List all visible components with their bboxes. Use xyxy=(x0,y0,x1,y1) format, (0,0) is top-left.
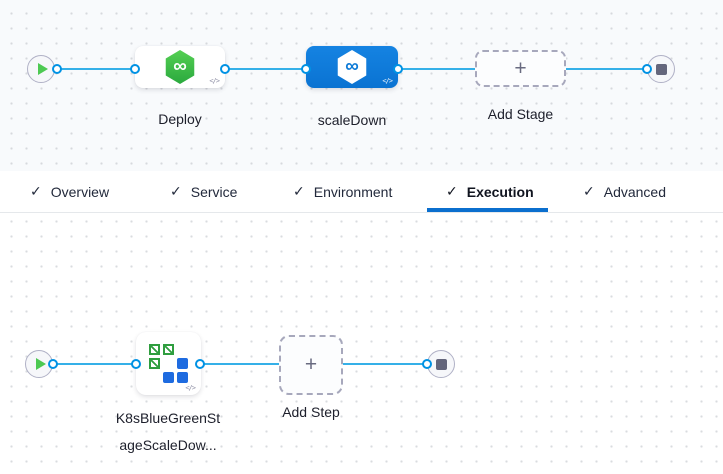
code-icon[interactable]: </> xyxy=(382,77,393,85)
check-icon: ✓ xyxy=(446,183,458,199)
step-label: K8sBlueGreenSt ageScaleDow... xyxy=(98,405,238,459)
stage-label-scaledown: scaleDown xyxy=(317,112,387,128)
step-label-line1: K8sBlueGreenSt xyxy=(115,410,221,426)
connector-port xyxy=(422,359,432,369)
tab-label: Advanced xyxy=(603,183,667,200)
k8s-bluegreen-icon xyxy=(149,344,188,383)
edge-start-deploy xyxy=(55,68,135,70)
plus-icon: + xyxy=(304,353,318,376)
check-icon: ✓ xyxy=(30,183,42,199)
active-tab-underline xyxy=(427,208,548,212)
stage-card-scaledown[interactable]: ∞ </> xyxy=(306,46,398,88)
edge-addstep-end xyxy=(343,363,427,365)
connector-port xyxy=(301,64,311,74)
code-icon[interactable]: </> xyxy=(209,77,220,85)
stage-graph-canvas[interactable]: ∞ </> ∞ </> + Deploy scaleDown Add Stage xyxy=(0,0,723,171)
connector-port xyxy=(130,64,140,74)
tab-label: Overview xyxy=(50,183,110,200)
tab-overview[interactable]: ✓ Overview xyxy=(30,171,109,212)
stage-label-deploy: Deploy xyxy=(158,111,202,127)
edge-step-addstep xyxy=(201,363,279,365)
step-card-k8s-bluegreen-scaledown[interactable]: </> xyxy=(136,332,201,395)
check-icon: ✓ xyxy=(583,183,595,199)
add-stage-button[interactable]: + xyxy=(475,50,566,87)
execution-start-node[interactable] xyxy=(25,350,53,378)
connector-port xyxy=(393,64,403,74)
tab-execution[interactable]: ✓ Execution xyxy=(446,171,534,212)
stage-config-tabs: ✓ Overview ✓ Service ✓ Environment ✓ Exe… xyxy=(0,171,723,213)
blue-square xyxy=(177,372,188,383)
add-stage-label: Add Stage xyxy=(487,106,554,122)
code-icon[interactable]: </> xyxy=(185,384,196,392)
green-square xyxy=(149,344,160,355)
connector-port xyxy=(195,359,205,369)
connector-port xyxy=(131,359,141,369)
connector-port xyxy=(220,64,230,74)
edge-addstage-end xyxy=(566,68,647,70)
tab-label: Execution xyxy=(466,183,534,200)
blue-square xyxy=(177,358,188,369)
check-icon: ✓ xyxy=(293,183,305,199)
tab-service[interactable]: ✓ Service xyxy=(170,171,237,212)
tab-label: Environment xyxy=(313,183,393,200)
step-label-line2: ageScaleDow... xyxy=(119,437,217,453)
edge-scaledown-addstage xyxy=(398,68,475,70)
plus-icon: + xyxy=(514,56,527,80)
tab-label: Service xyxy=(190,183,238,200)
add-step-button[interactable]: + xyxy=(279,335,343,395)
edge-deploy-scaledown xyxy=(225,68,306,70)
green-square xyxy=(163,344,174,355)
connector-port xyxy=(642,64,652,74)
blue-square xyxy=(163,372,174,383)
connector-port xyxy=(52,64,62,74)
check-icon: ✓ xyxy=(170,183,182,199)
stage-card-deploy[interactable]: ∞ </> xyxy=(135,46,225,88)
execution-graph-canvas[interactable]: </> + K8sBlueGreenSt ageScaleDow... Add … xyxy=(0,213,723,474)
edge-start-step xyxy=(53,363,136,365)
tab-environment[interactable]: ✓ Environment xyxy=(293,171,392,212)
pipeline-start-node[interactable] xyxy=(27,55,55,83)
play-icon xyxy=(35,358,46,370)
green-square xyxy=(149,358,160,369)
add-step-label: Add Step xyxy=(282,404,340,420)
play-icon xyxy=(37,63,48,75)
tab-advanced[interactable]: ✓ Advanced xyxy=(583,171,666,212)
stop-icon xyxy=(655,63,667,75)
harness-cd-icon: ∞ xyxy=(337,50,367,84)
stop-icon xyxy=(435,358,447,370)
connector-port xyxy=(48,359,58,369)
harness-cd-icon: ∞ xyxy=(165,50,195,84)
